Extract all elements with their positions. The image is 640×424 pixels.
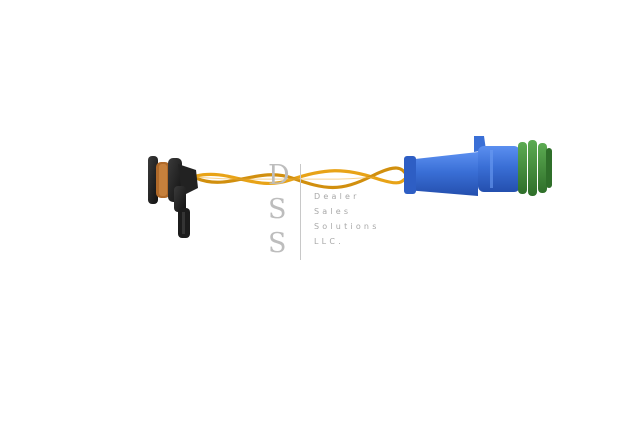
- watermark-word: LLC.: [314, 237, 344, 246]
- watermark-letter: S: [268, 194, 287, 225]
- watermark-word: Solutions: [314, 222, 380, 231]
- watermark-divider: [300, 164, 301, 260]
- twisted-wire: [194, 166, 412, 190]
- sensor-head: [148, 156, 198, 238]
- watermark-letter: D: [268, 160, 290, 191]
- blue-connector: [404, 136, 520, 196]
- watermark-word: Sales: [314, 207, 352, 216]
- watermark-word: Dealer: [314, 192, 360, 201]
- green-seal: [518, 140, 552, 196]
- watermark-letter: S: [268, 228, 287, 259]
- watermark: D S S Dealer Sales Solutions LLC.: [262, 160, 412, 260]
